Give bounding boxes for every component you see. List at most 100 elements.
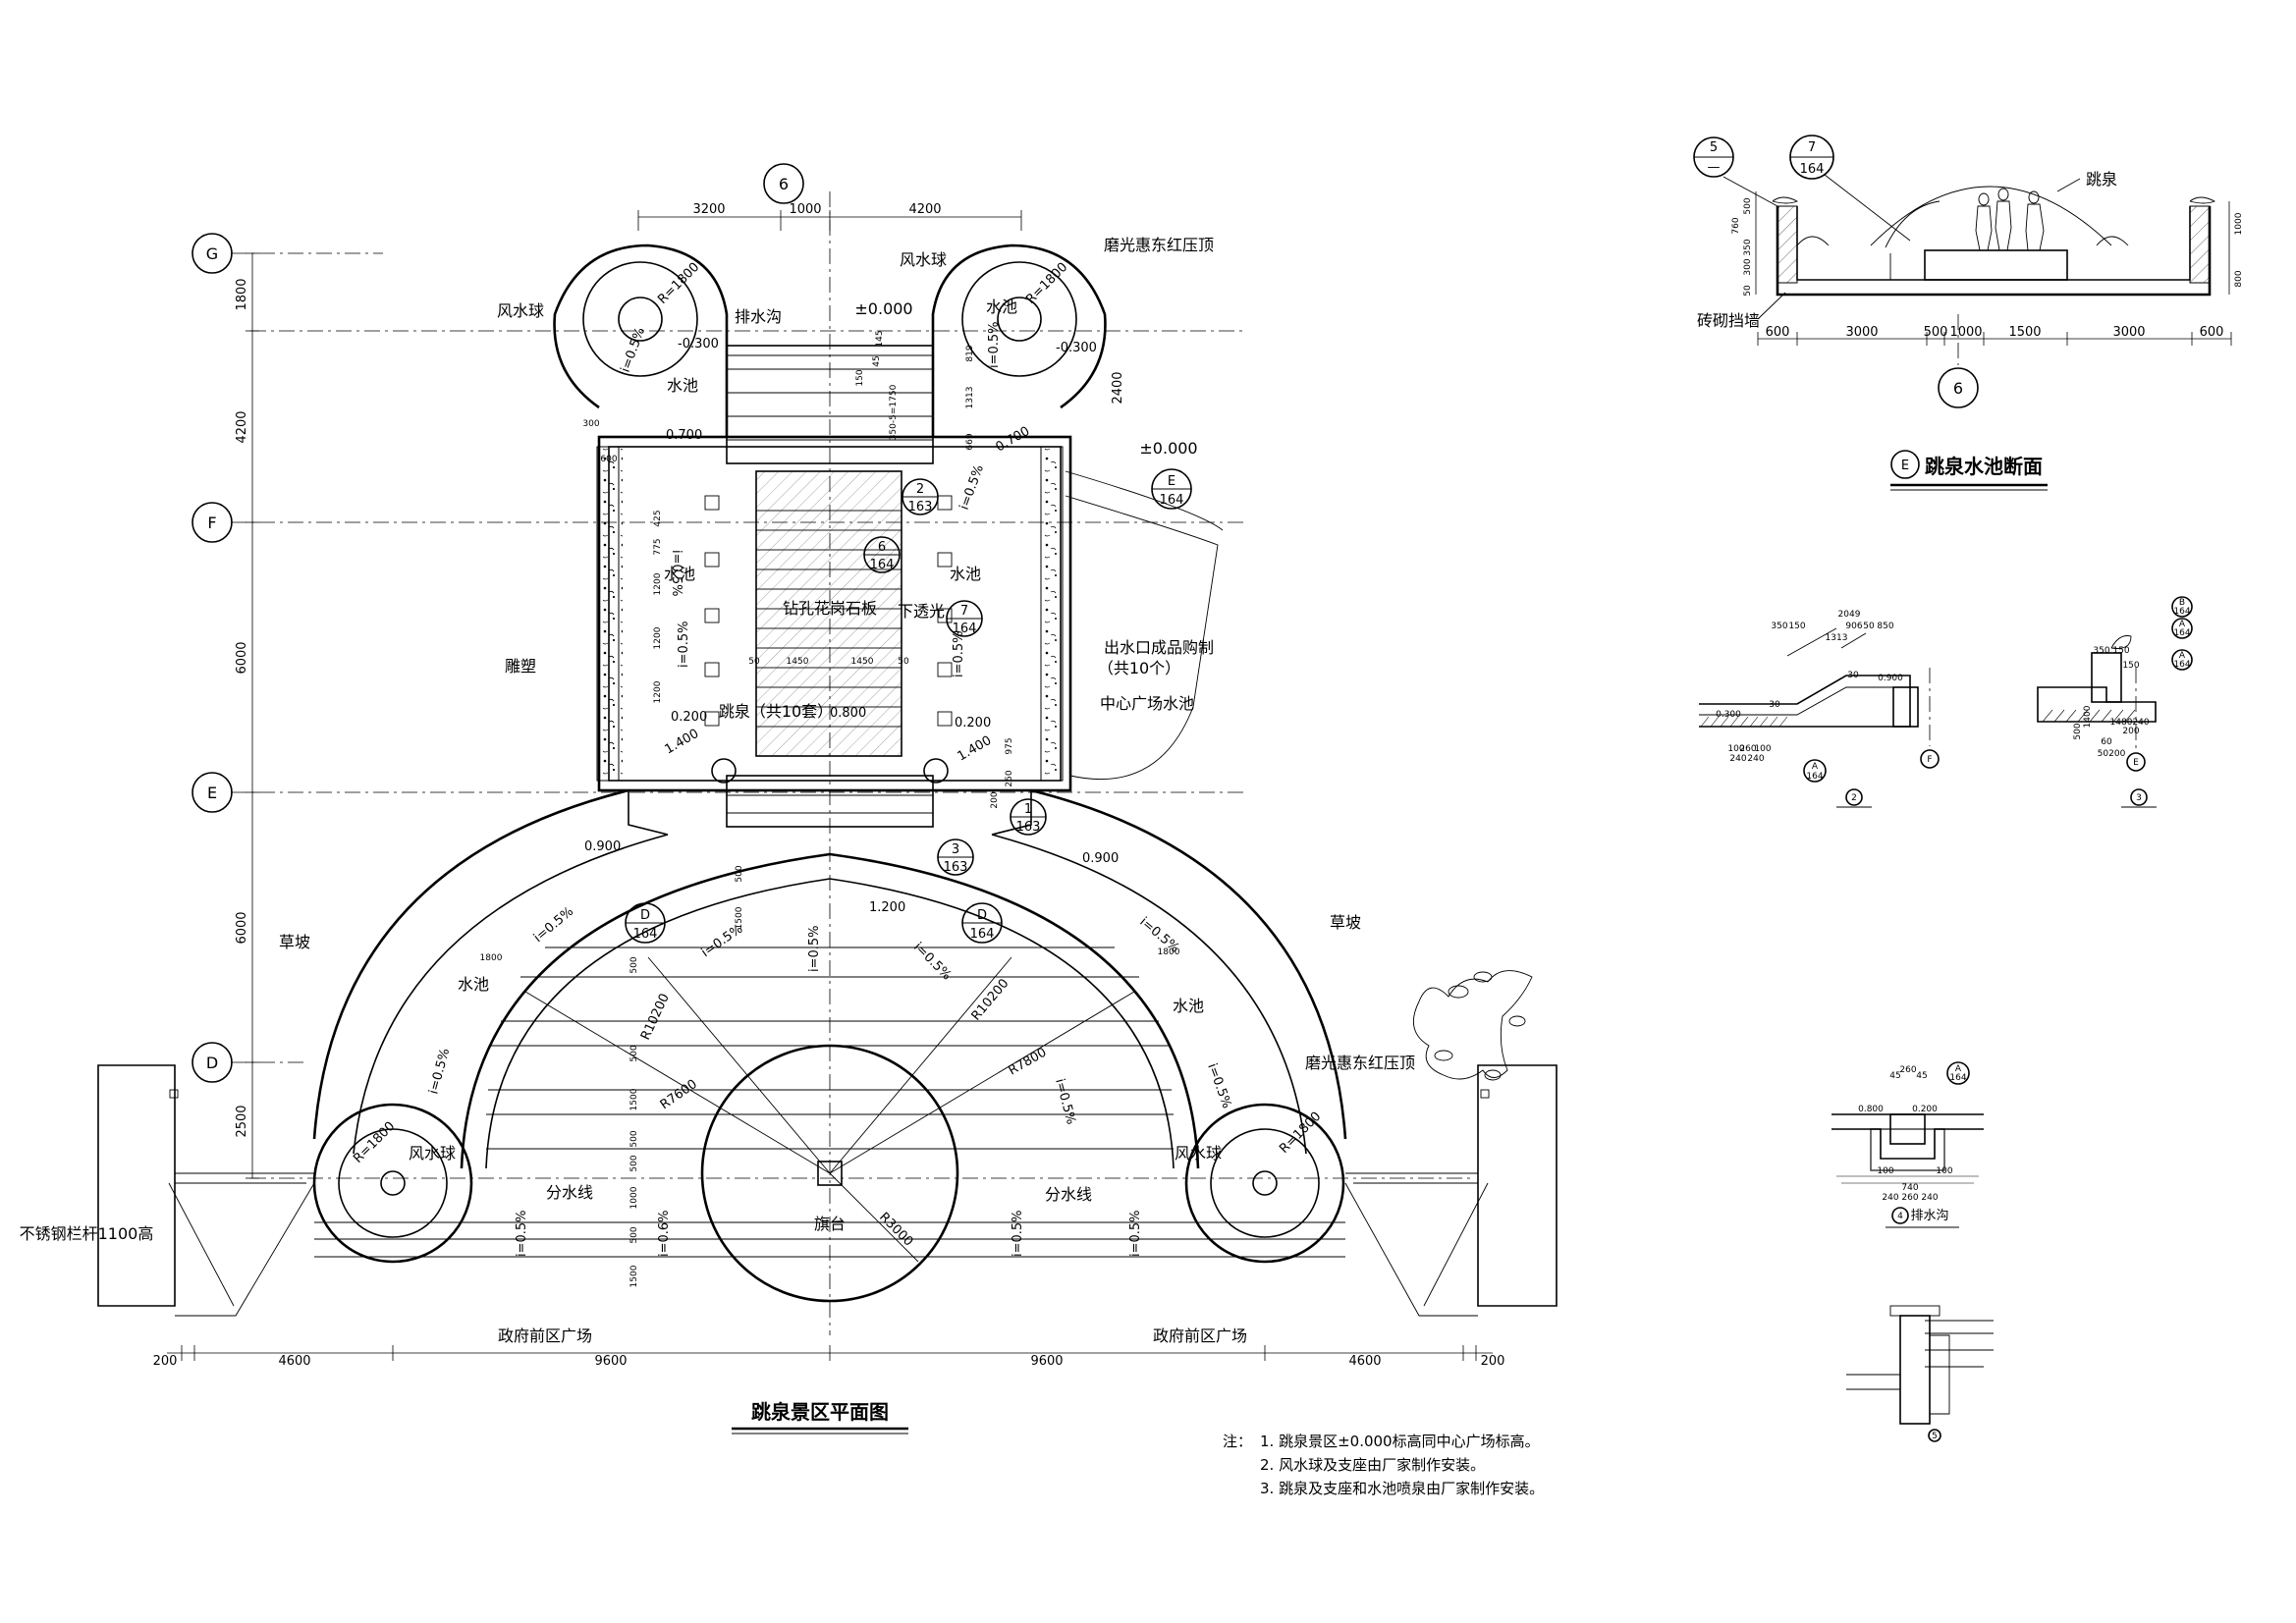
svg-text:163: 163 [908,500,933,514]
svg-text:500: 500 [629,956,639,973]
svg-text:1480: 1480 [2110,718,2133,728]
general-notes: 注： 1. 跳泉景区±0.000标高同中心广场标高。 2. 风水球及支座由厂家制… [1223,1433,1544,1497]
svg-text:i=0.5%: i=0.5% [1011,1210,1025,1257]
svg-text:旗台: 旗台 [814,1215,846,1233]
svg-text:i=0.5%: i=0.5% [952,630,966,677]
svg-text:1200: 1200 [653,572,663,595]
svg-text:164: 164 [953,622,977,636]
svg-text:0.200: 0.200 [955,716,991,730]
svg-text:跳泉（共10套）: 跳泉（共10套） [719,702,833,721]
svg-text:1313: 1313 [1826,633,1848,643]
svg-text:164: 164 [2173,607,2190,617]
svg-text:水池: 水池 [664,565,695,583]
svg-text:F: F [207,514,216,532]
svg-text:0.900: 0.900 [1878,674,1903,683]
svg-text:500: 500 [1924,325,1948,340]
svg-text:240: 240 [1729,754,1746,764]
svg-text:100: 100 [1727,744,1744,754]
callout-1-163: 1 163 [1010,798,1047,836]
svg-text:E: E [1901,459,1909,473]
detail-2: F A 164 2049 350 150 1313 30 906 50 850 … [1699,610,1940,808]
svg-text:164: 164 [1160,493,1184,508]
svg-text:E: E [2133,758,2139,768]
svg-text:R7600: R7600 [658,1077,700,1112]
svg-text:6000: 6000 [235,641,249,674]
svg-text:分水线: 分水线 [1045,1185,1092,1204]
svg-text:260: 260 [1899,1065,1916,1075]
svg-text:分水线: 分水线 [546,1183,593,1202]
svg-text:1800: 1800 [480,953,503,963]
svg-text:350: 350 [1771,622,1787,631]
axis-bubble-6: 6 [763,163,804,204]
svg-text:0.800: 0.800 [1858,1105,1884,1114]
svg-text:6: 6 [1953,379,1963,398]
svg-text:200: 200 [153,1354,178,1369]
svg-text:1400: 1400 [2083,705,2093,728]
svg-text:500: 500 [2073,723,2083,739]
svg-text:0.800: 0.800 [830,706,866,721]
svg-text:0.700: 0.700 [994,424,1033,456]
callout-d-164-left: D 164 [625,902,666,944]
svg-text:i=0.5%: i=0.5% [669,550,683,597]
svg-text:200: 200 [990,791,1000,808]
svg-text:760: 760 [1731,217,1741,234]
svg-text:跳泉水池断面: 跳泉水池断面 [1925,455,2043,478]
svg-text:775: 775 [653,538,663,555]
svg-text:i=0.5%: i=0.5% [1204,1061,1233,1110]
svg-text:4200: 4200 [908,202,941,217]
axis-bubble-g: G [191,233,233,274]
top-dimension-chain: 3200 1000 4200 [637,202,1022,231]
svg-text:A: A [1955,1064,1962,1074]
drainage-top [726,345,934,464]
svg-text:中心广场水池: 中心广场水池 [1100,694,1194,713]
svg-text:350: 350 [1743,239,1753,255]
svg-text:150: 150 [1788,622,1805,631]
svg-text:850: 850 [1877,622,1893,631]
svg-text:60: 60 [2101,737,2112,747]
arched-steps [486,947,1174,1150]
svg-text:7: 7 [960,604,968,619]
section-label-zhuanqi: 砖砌挡墙 [1697,311,1760,330]
svg-text:钻孔花岗石板: 钻孔花岗石板 [783,599,877,618]
svg-text:1500: 1500 [735,906,744,929]
svg-text:669: 669 [965,433,975,450]
svg-text:0.200: 0.200 [1912,1105,1938,1114]
section-axis-6: 6 [1938,367,1979,408]
svg-text:3: 3 [2136,793,2142,803]
svg-text:2400: 2400 [1111,371,1125,404]
fengshui-ball-top-left [553,243,729,437]
svg-text:0.700: 0.700 [666,428,702,443]
fengshui-ball-bottom-left [312,1103,473,1264]
svg-text:164: 164 [1800,162,1825,177]
svg-text:3000: 3000 [1845,325,1878,340]
svg-text:45: 45 [1916,1071,1927,1081]
svg-text:i=0.5%: i=0.5% [1052,1077,1078,1126]
svg-text:政府前区广场: 政府前区广场 [1153,1326,1247,1345]
svg-text:A: A [1812,762,1819,772]
detail-4-drain: A 164 45 260 45 0.800 0.200 100 100 740 … [1831,1061,1984,1228]
svg-text:50: 50 [898,657,909,667]
svg-text:600: 600 [2200,325,2224,340]
granite-slab-strip [755,470,902,757]
svg-text:3: 3 [952,842,959,857]
svg-text:0.900: 0.900 [1082,851,1119,866]
svg-text:240: 240 [2132,718,2149,728]
svg-text:2: 2 [1851,793,1857,803]
svg-text:跳泉景区平面图: 跳泉景区平面图 [751,1400,889,1424]
central-plaza-pool [1065,470,1224,780]
svg-text:100: 100 [1936,1166,1952,1176]
svg-text:163: 163 [1016,820,1041,835]
svg-text:6: 6 [878,540,886,555]
svg-text:1800: 1800 [235,278,249,310]
section-title: E 跳泉水池断面 [1890,450,2048,491]
svg-text:350: 350 [2093,646,2109,656]
flag-platform [524,956,1135,1303]
svg-text:350-5=1750: 350-5=1750 [889,384,899,440]
svg-text:R7800: R7800 [1007,1045,1050,1078]
svg-text:30: 30 [1847,671,1859,680]
fengshui-ball-top-right [931,243,1107,437]
svg-text:D: D [977,908,987,923]
svg-text:1200: 1200 [653,680,663,703]
plaza-boundary [97,1064,1558,1317]
callout-6-164: 6 164 [863,536,901,573]
